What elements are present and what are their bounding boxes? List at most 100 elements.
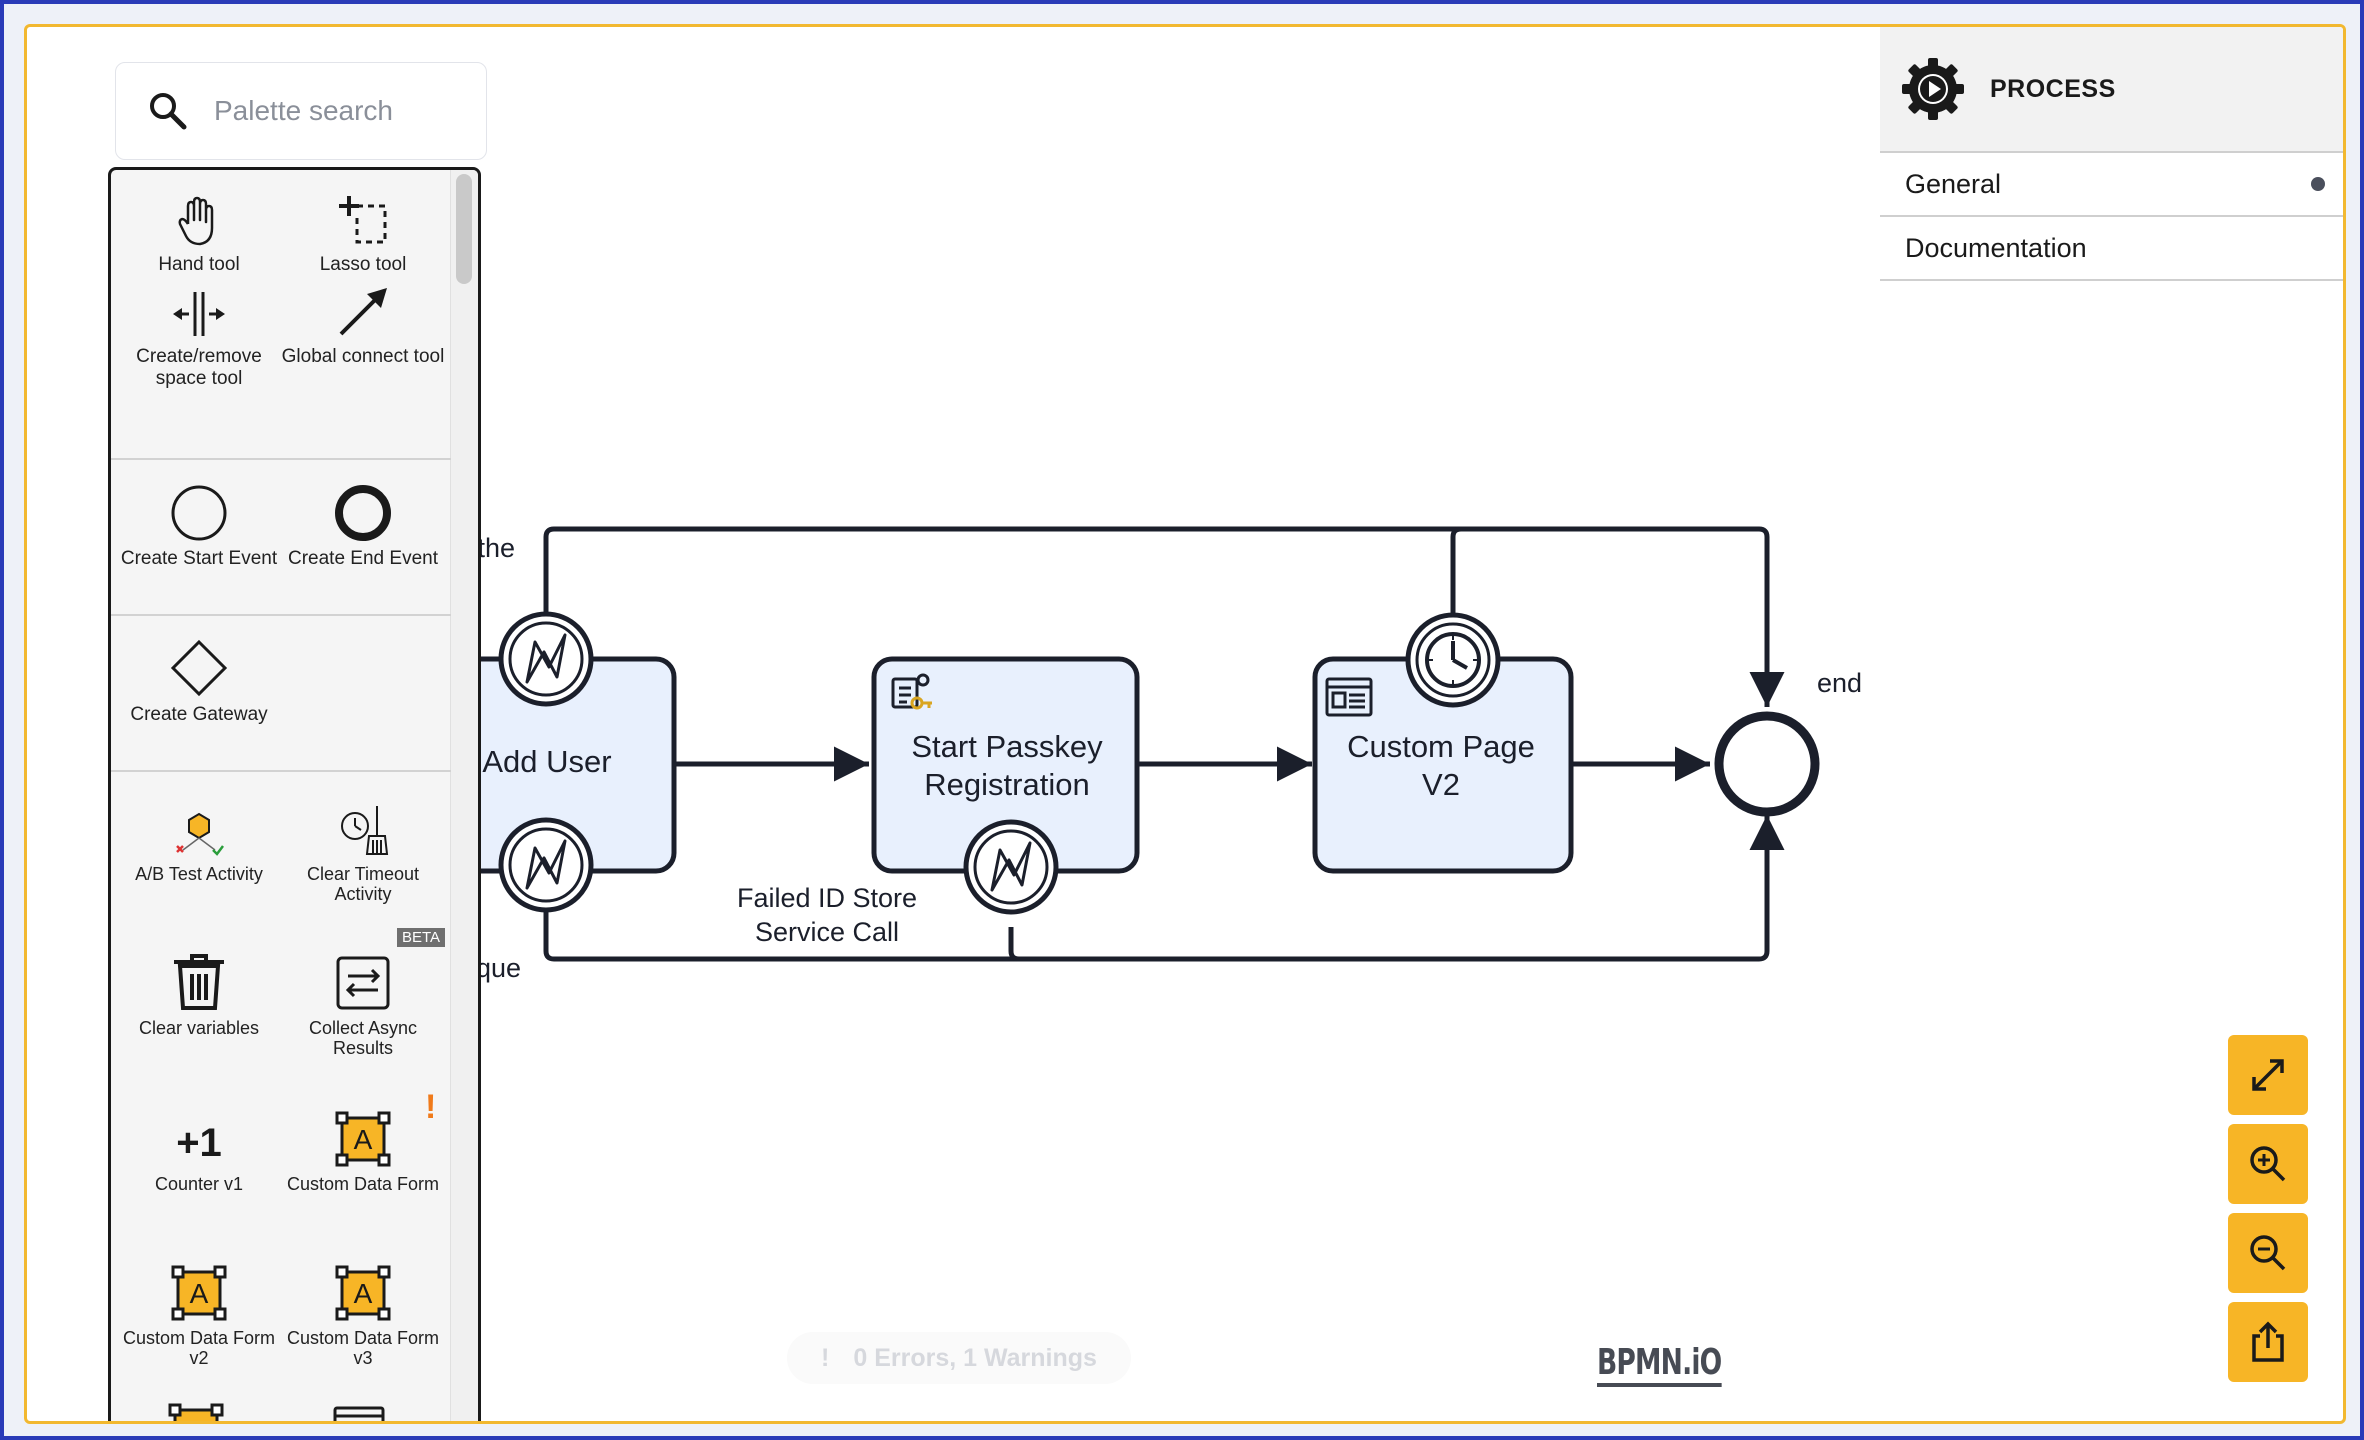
custom-form-icon xyxy=(168,1403,224,1421)
group-documentation[interactable]: Documentation xyxy=(1880,217,2343,281)
beta-badge: BETA xyxy=(397,928,446,947)
flow-timer-top xyxy=(1450,526,1462,617)
ab-test-icon xyxy=(176,812,224,856)
clear-timeout-activity-label: Clear Timeout Activity xyxy=(306,864,420,904)
collect-async-icon xyxy=(336,956,390,1010)
fit-viewport-icon xyxy=(2252,1059,2284,1091)
hand-tool[interactable]: Hand tool xyxy=(117,178,281,276)
flow-top-loop xyxy=(543,526,1785,707)
custom-data-form-v3-label: Custom Data Form v3 xyxy=(286,1328,440,1368)
task-custom-page-label-1: Custom Page xyxy=(1347,729,1535,764)
palette-search-input[interactable] xyxy=(214,95,464,127)
lint-status-text: 0 Errors, 1 Warnings xyxy=(853,1343,1097,1372)
lasso-icon xyxy=(339,196,387,244)
svg-text:A: A xyxy=(354,1124,373,1155)
custom-form-icon: A xyxy=(335,1265,391,1321)
lint-status[interactable]: ! 0 Errors, 1 Warnings xyxy=(787,1332,1131,1384)
search-icon xyxy=(150,93,187,130)
group-data-indicator xyxy=(2311,177,2325,191)
zoom-out-button[interactable] xyxy=(2228,1213,2308,1293)
custom-data-form-v2-label: Custom Data Form v2 xyxy=(122,1328,276,1368)
sequence-flows[interactable] xyxy=(543,526,1785,962)
flow-failed xyxy=(1008,927,1020,962)
process-gear-icon xyxy=(1902,58,1964,120)
page-icon xyxy=(333,1406,385,1421)
warning-icon: ! xyxy=(425,1088,437,1126)
custom-data-form-v2[interactable]: A Custom Data Form v2 xyxy=(117,1252,281,1368)
create-gateway[interactable]: Create Gateway xyxy=(117,628,281,726)
fit-viewport-button[interactable] xyxy=(2228,1035,2308,1115)
export-icon xyxy=(2252,1321,2284,1362)
error-boundary-event-top[interactable] xyxy=(498,611,594,707)
end-event[interactable] xyxy=(1714,711,1820,817)
collect-async-results[interactable]: Collect Async Results xyxy=(281,942,445,1058)
bpmn-diagram[interactable]: Add User Start Passkey Registration Cust… xyxy=(27,27,2346,1424)
palette-scrollbar-thumb[interactable] xyxy=(456,174,472,284)
passkey-task-icon xyxy=(891,673,932,710)
palette[interactable]: Hand tool Lasso tool Create/remove space… xyxy=(108,167,481,1421)
error-boundary-event-bottom[interactable] xyxy=(498,817,594,913)
hand-icon xyxy=(178,196,214,246)
custom-form-icon: A xyxy=(171,1265,227,1321)
diagram-canvas[interactable]: Add User Start Passkey Registration Cust… xyxy=(24,24,2346,1424)
zoom-in-icon xyxy=(2250,1146,2286,1182)
failed-id-store-label-2: Service Call xyxy=(755,917,899,947)
create-start-event[interactable]: Create Start Event xyxy=(117,472,281,570)
palette-separator xyxy=(111,770,451,772)
lasso-tool[interactable]: Lasso tool xyxy=(281,178,445,276)
properties-title: PROCESS xyxy=(1990,74,2116,103)
space-tool[interactable]: Create/remove space tool xyxy=(117,270,281,390)
error-boundary-event-passkey[interactable] xyxy=(963,819,1059,915)
group-general[interactable]: General xyxy=(1880,153,2343,217)
ab-test-activity[interactable]: A/B Test Activity xyxy=(117,788,281,884)
end-event-label: end xyxy=(1817,668,1862,698)
hand-tool-label: Hand tool xyxy=(158,254,240,275)
custom-data-form-v3[interactable]: A Custom Data Form v3 xyxy=(281,1252,445,1368)
palette-separator xyxy=(111,614,451,616)
svg-text:A: A xyxy=(190,1278,209,1309)
export-button[interactable] xyxy=(2228,1302,2308,1382)
clear-variables-label: Clear variables xyxy=(138,1018,260,1038)
properties-header: PROCESS xyxy=(1880,27,2343,153)
palette-separator xyxy=(111,458,451,460)
lasso-tool-label: Lasso tool xyxy=(319,254,407,275)
collect-async-results-label: Collect Async Results xyxy=(308,1018,418,1058)
custom-data-form-label: Custom Data Form xyxy=(286,1174,440,1194)
counter-icon: +1 xyxy=(176,1121,222,1165)
error-icon xyxy=(525,839,567,890)
bpmn-io-logo[interactable]: BPMN.iO xyxy=(1597,1345,1722,1387)
counter-v1[interactable]: +1 Counter v1 xyxy=(117,1098,281,1194)
counter-v1-label: Counter v1 xyxy=(154,1174,244,1194)
group-documentation-label: Documentation xyxy=(1905,232,2087,263)
failed-id-store-label-1: Failed ID Store xyxy=(737,883,917,913)
properties-panel: PROCESS General Documentation xyxy=(1880,27,2343,287)
clear-timeout-activity[interactable]: Clear Timeout Activity xyxy=(281,788,445,904)
global-connect-tool[interactable]: Global connect tool xyxy=(281,270,445,368)
create-start-event-label: Create Start Event xyxy=(120,548,278,569)
create-end-event[interactable]: Create End Event xyxy=(281,472,445,570)
timer-boundary-event[interactable] xyxy=(1405,612,1501,708)
ab-test-activity-label: A/B Test Activity xyxy=(135,864,263,884)
page-task-icon xyxy=(1325,677,1373,717)
end-event-icon xyxy=(335,485,391,541)
svg-text:A: A xyxy=(354,1278,373,1309)
gateway-icon xyxy=(170,639,228,697)
create-gateway-label: Create Gateway xyxy=(130,704,268,725)
zoom-in-button[interactable] xyxy=(2228,1124,2308,1204)
custom-data-form[interactable]: A Custom Data Form xyxy=(281,1098,445,1194)
task-custom-page-label-2: V2 xyxy=(1422,767,1460,802)
custom-form-icon: A xyxy=(335,1111,391,1167)
lint-warning-icon: ! xyxy=(821,1343,830,1372)
connect-arrow-icon xyxy=(339,288,387,336)
trash-icon xyxy=(174,954,224,1010)
palette-search[interactable] xyxy=(115,62,487,160)
task-start-passkey-label-2: Registration xyxy=(924,767,1089,802)
error-icon xyxy=(990,841,1032,892)
error-icon xyxy=(525,633,567,684)
palette-scrollbar-track[interactable] xyxy=(450,170,478,1421)
task-add-user-label: Add User xyxy=(482,744,611,779)
task-start-passkey-label-1: Start Passkey xyxy=(911,729,1103,764)
clear-variables[interactable]: Clear variables xyxy=(117,942,281,1038)
global-connect-tool-label: Global connect tool xyxy=(281,346,445,367)
space-tool-icon xyxy=(173,292,225,336)
